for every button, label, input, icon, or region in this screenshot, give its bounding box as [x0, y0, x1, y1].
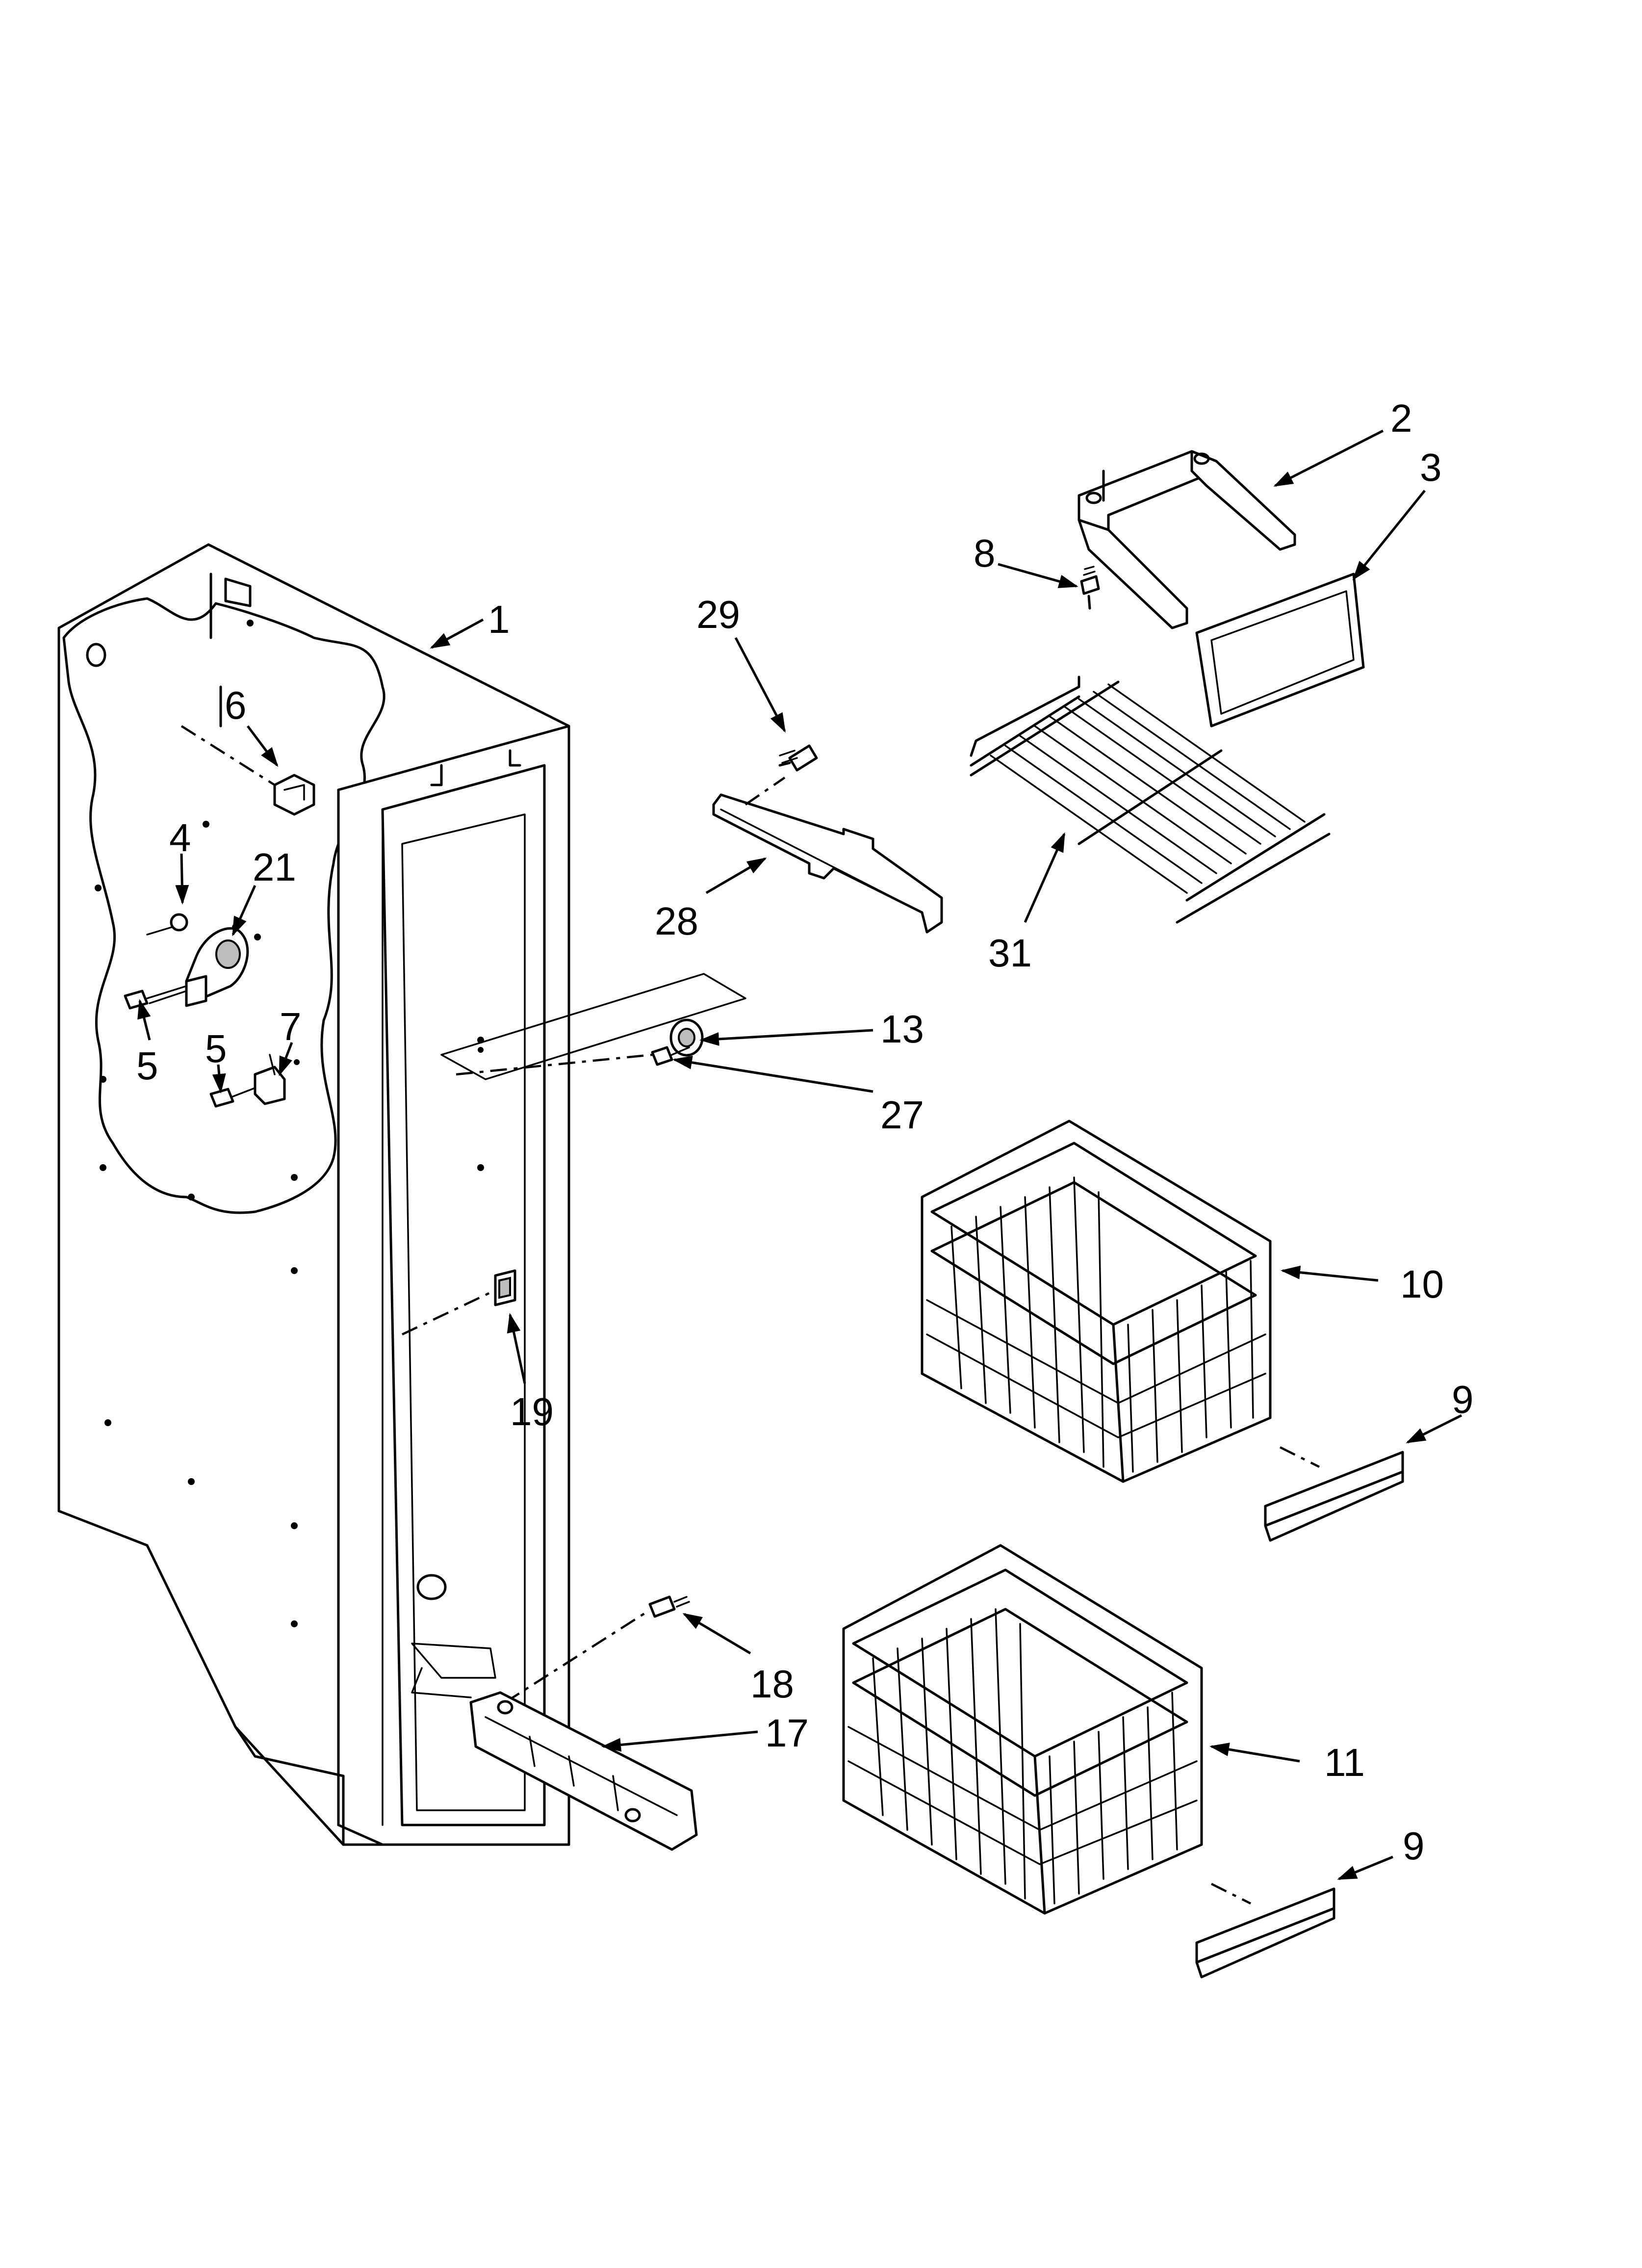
callout-17: 17: [765, 1711, 809, 1755]
screw-part-8: [1080, 566, 1100, 610]
callout-13: 13: [880, 1007, 924, 1051]
wire-shelf-part-31: [970, 676, 1331, 924]
shelf-frame-part-2: [1078, 450, 1296, 629]
screw-part-27: [651, 1046, 690, 1066]
screw-part-29: [778, 744, 818, 772]
callout-7: 7: [280, 1005, 302, 1048]
screw-part-18: [504, 1595, 690, 1703]
callout-1: 1: [488, 598, 510, 641]
callout-labels: 1 2 3 4 5 5 6 7 8 9 9 10 11 13 17 18 19 …: [136, 396, 1474, 1868]
damper-part-21: [185, 927, 261, 1007]
callout-9-upper: 9: [1452, 1378, 1474, 1421]
callout-21: 21: [253, 845, 296, 889]
callout-5-lower: 5: [205, 1027, 227, 1070]
callout-6: 6: [225, 683, 247, 727]
callout-8: 8: [974, 531, 996, 575]
callout-10: 10: [1400, 1262, 1444, 1306]
clip-part-6: [180, 725, 315, 816]
callout-28: 28: [655, 899, 698, 943]
callout-31: 31: [988, 931, 1032, 975]
freezer-liner: [57, 543, 570, 1846]
callout-5-upper: 5: [136, 1044, 158, 1088]
shelf-glass-part-3: [1195, 573, 1365, 728]
callout-4: 4: [169, 816, 191, 860]
callout-27: 27: [880, 1093, 924, 1137]
callout-29: 29: [696, 593, 740, 636]
roller-part-13: [669, 1018, 704, 1057]
screw-part-4: [146, 913, 188, 936]
callout-3: 3: [1420, 445, 1442, 489]
leader-lines: [137, 429, 1462, 1880]
basket-part-11: [842, 1544, 1203, 1915]
basket-part-10: [921, 1120, 1272, 1483]
basket-front-part-9-upper: [1264, 1446, 1404, 1542]
bracket-part-7: [254, 1054, 300, 1105]
bracket-part-28: [712, 777, 943, 934]
callout-2: 2: [1390, 396, 1412, 440]
callout-11: 11: [1324, 1741, 1365, 1784]
basket-front-part-9-lower: [1195, 1882, 1335, 1979]
roller-dash-line: [440, 973, 746, 1080]
callout-18: 18: [750, 1662, 794, 1706]
trim-part-17: [469, 1691, 698, 1851]
callout-19: 19: [510, 1390, 554, 1434]
callout-9-lower: 9: [1403, 1824, 1425, 1868]
